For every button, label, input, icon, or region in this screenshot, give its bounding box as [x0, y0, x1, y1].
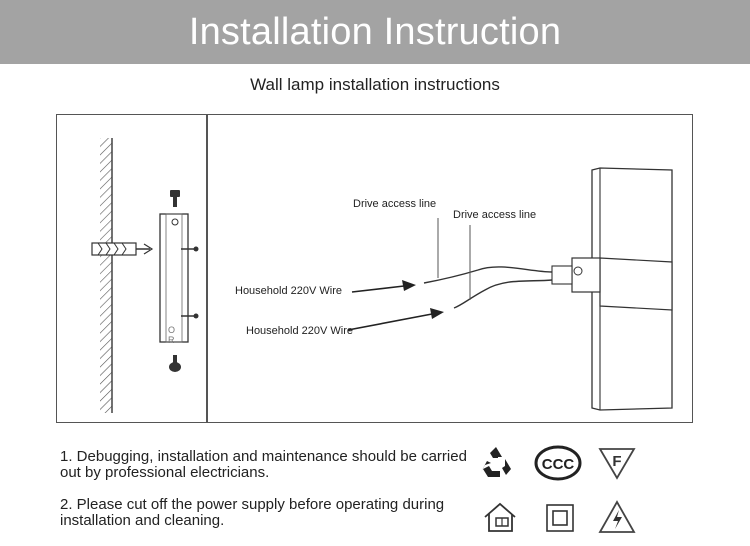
top-screw [170, 190, 180, 207]
or-mark: O R [168, 325, 176, 345]
mounting-bracket [159, 213, 199, 343]
page-title: Installation Instruction [188, 10, 562, 53]
wall-anchor [91, 242, 154, 256]
electric-hazard-icon [598, 500, 636, 533]
bottom-screw [169, 355, 181, 372]
household-wire-arrow-1 [351, 280, 416, 293]
recycle-icon [481, 447, 511, 477]
note-electrician: 1. Debugging, installation and maintenan… [60, 448, 467, 481]
note-power-off: 2. Please cut off the power supply befor… [60, 496, 445, 529]
indoor-use-icon [484, 502, 516, 532]
title-banner: Installation Instruction [0, 0, 750, 64]
subtitle: Wall lamp installation instructions [250, 75, 500, 94]
svg-text:F: F [612, 453, 621, 470]
wall-lamp [551, 167, 673, 411]
svg-text:CCC: CCC [542, 456, 575, 473]
household-wire-arrow-2 [347, 308, 444, 331]
ccc-cert-icon: CCC [534, 445, 582, 481]
household-wire-label-1: Household 220V Wire [235, 285, 343, 297]
lamp-wires [423, 266, 553, 309]
drive-access-line-label-1: Drive access line [353, 198, 437, 210]
double-insulation-icon [546, 504, 574, 532]
diagram-divider [206, 114, 208, 423]
f-mark-icon: F [598, 448, 636, 480]
wall [100, 138, 113, 413]
household-wire-label-2: Household 220V Wire [246, 325, 354, 337]
drive-access-line-label-2: Drive access line [453, 209, 537, 221]
